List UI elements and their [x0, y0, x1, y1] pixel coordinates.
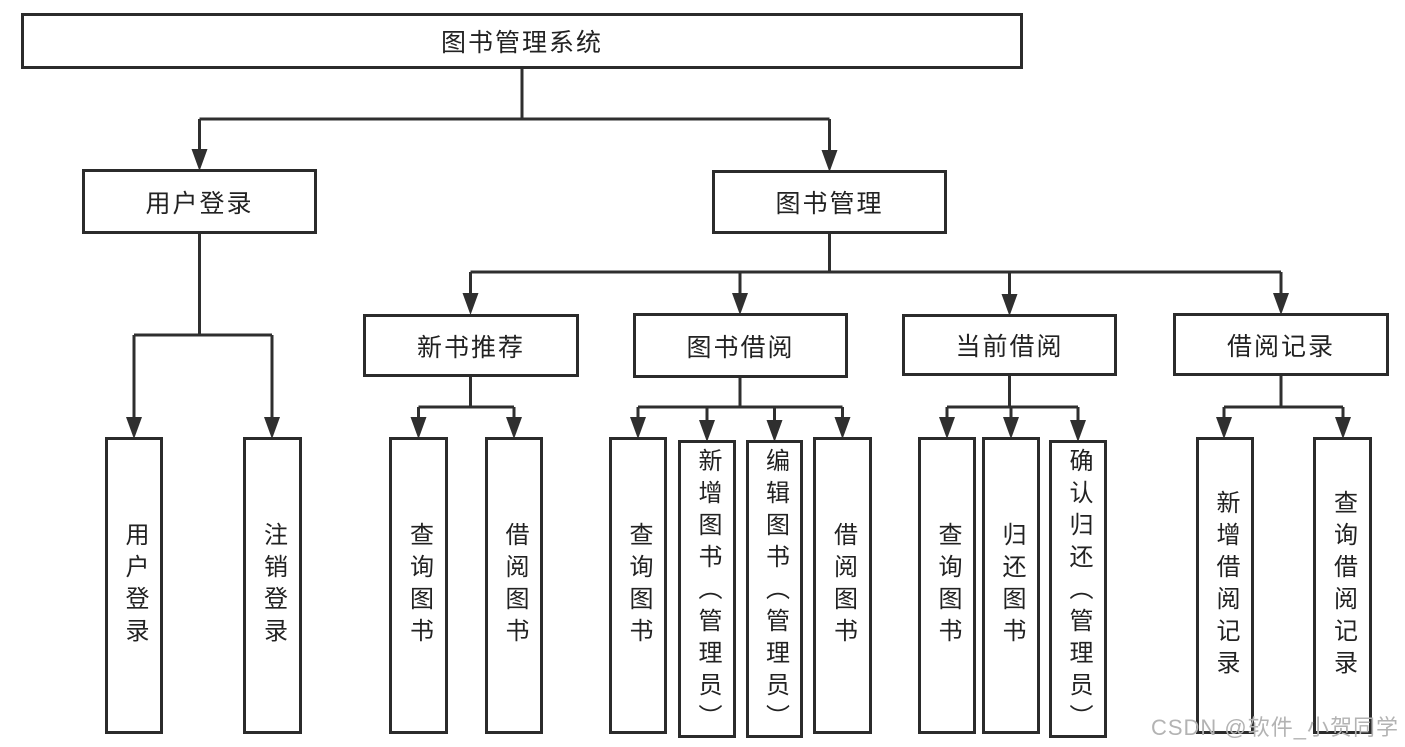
- leaf-borrow-edit-label: 编辑图书（管理员）: [761, 448, 789, 736]
- leaf-user-login-label: 用户登录: [121, 521, 148, 650]
- node-borrow-record-label: 借阅记录: [1226, 332, 1335, 361]
- leaf-logout-label: 注销登录: [259, 521, 287, 650]
- leaf-current-query-label: 查询图书: [934, 521, 961, 650]
- leaf-borrow-query-label: 查询图书: [625, 521, 652, 650]
- leaf-current-query: 查询图书: [918, 437, 976, 734]
- leaf-newbook-query: 查询图书: [389, 437, 448, 734]
- leaf-record-add-label: 新增借阅记录: [1212, 489, 1239, 682]
- leaf-newbook-borrow-label: 借阅图书: [501, 521, 528, 650]
- node-new-book-rec: 新书推荐: [363, 314, 579, 377]
- leaf-current-confirm: 确认归还（管理员）: [1049, 440, 1107, 738]
- watermark-text: CSDN @软件_小贺同学: [1150, 715, 1399, 740]
- leaf-current-return-label: 归还图书: [998, 521, 1025, 650]
- node-current-borrow: 当前借阅: [902, 314, 1117, 376]
- node-user-login-label: 用户登录: [145, 189, 254, 218]
- node-root: 图书管理系统: [21, 13, 1023, 69]
- node-borrow-record: 借阅记录: [1173, 313, 1389, 376]
- leaf-borrow-add: 新增图书（管理员）: [678, 440, 736, 738]
- leaf-newbook-borrow: 借阅图书: [485, 437, 543, 734]
- leaf-borrow-borrow-label: 借阅图书: [829, 521, 857, 650]
- leaf-record-query: 查询借阅记录: [1313, 437, 1372, 734]
- leaf-record-query-label: 查询借阅记录: [1329, 489, 1357, 682]
- node-user-login: 用户登录: [82, 169, 317, 234]
- node-book-mgmt: 图书管理: [712, 170, 947, 234]
- leaf-record-add: 新增借阅记录: [1196, 437, 1254, 734]
- leaf-current-confirm-label: 确认归还（管理员）: [1065, 448, 1092, 736]
- node-book-mgmt-label: 图书管理: [775, 190, 884, 218]
- node-root-label: 图书管理系统: [440, 29, 603, 57]
- node-book-borrow: 图书借阅: [633, 313, 848, 378]
- node-book-borrow-label: 图书借阅: [686, 333, 795, 362]
- leaf-logout: 注销登录: [243, 437, 302, 734]
- leaf-borrow-add-label: 新增图书（管理员）: [694, 448, 721, 736]
- leaf-newbook-query-label: 查询图书: [405, 521, 433, 650]
- node-current-borrow-label: 当前借阅: [955, 333, 1064, 361]
- leaf-borrow-query: 查询图书: [609, 437, 667, 734]
- leaf-borrow-borrow: 借阅图书: [813, 437, 872, 734]
- leaf-user-login: 用户登录: [105, 437, 163, 734]
- leaf-current-return: 归还图书: [982, 437, 1040, 734]
- leaf-borrow-edit: 编辑图书（管理员）: [746, 440, 803, 738]
- node-new-book-rec-label: 新书推荐: [416, 333, 525, 362]
